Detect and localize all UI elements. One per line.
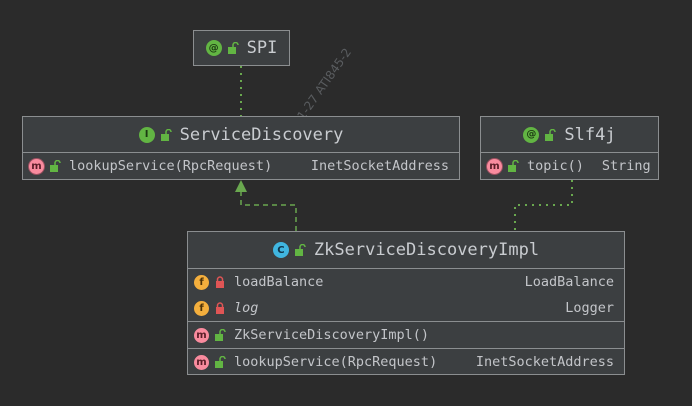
annotation-icon: @ <box>523 126 540 143</box>
method-name: topic() <box>527 158 584 174</box>
class-name: SPI <box>246 38 278 58</box>
method-name: lookupService(RpcRequest) <box>69 158 273 174</box>
class-icon: C <box>272 242 289 258</box>
method-icon: m <box>194 354 209 370</box>
class-box-spi[interactable]: @ SPI <box>193 30 290 66</box>
interface-icon: I <box>138 126 155 143</box>
class-header-service-discovery: I ServiceDiscovery <box>23 117 459 152</box>
class-box-zk-service-discovery-impl[interactable]: C ZkServiceDiscoveryImpl f loadBalance L… <box>187 231 625 375</box>
abstract-method-icon: m <box>487 158 502 174</box>
private-lock-icon <box>216 302 224 314</box>
private-lock-icon <box>216 276 224 288</box>
method-return-type: InetSocketAddress <box>475 354 614 370</box>
field-name: loadBalance <box>234 274 324 290</box>
method-icon: m <box>194 327 209 343</box>
methods-section: m lookupService(RpcRequest) InetSocketAd… <box>23 152 459 179</box>
annotation-icon: @ <box>205 40 222 56</box>
class-header-slf4j: @ Slf4j <box>481 117 658 152</box>
public-unlocked-icon <box>215 329 226 341</box>
slf4j-annotation-link <box>514 180 573 231</box>
fields-section: f loadBalance LoadBalance f log Logger <box>188 268 624 321</box>
constructor-row[interactable]: m ZkServiceDiscoveryImpl() <box>188 322 624 348</box>
public-unlocked-icon <box>227 42 239 54</box>
field-name: log <box>234 300 259 316</box>
method-return-type: String <box>601 158 651 174</box>
public-unlocked-icon <box>294 244 306 256</box>
field-icon: f <box>194 274 209 290</box>
method-return-type: InetSocketAddress <box>310 158 449 174</box>
methods-section: m lookupService(RpcRequest) InetSocketAd… <box>188 348 624 375</box>
implements-link <box>240 190 297 231</box>
class-header-spi: @ SPI <box>194 31 289 65</box>
class-name: Slf4j <box>564 124 616 145</box>
abstract-method-icon: m <box>29 158 44 174</box>
field-row[interactable]: f log Logger <box>188 295 624 321</box>
field-type: LoadBalance <box>524 274 614 290</box>
class-name: ZkServiceDiscoveryImpl <box>313 240 540 260</box>
method-name: lookupService(RpcRequest) <box>234 354 438 370</box>
method-row[interactable]: m topic() String <box>481 153 658 179</box>
class-name: ServiceDiscovery <box>179 124 344 145</box>
public-unlocked-icon <box>50 160 61 172</box>
method-row[interactable]: m lookupService(RpcRequest) InetSocketAd… <box>23 153 459 179</box>
constructors-section: m ZkServiceDiscoveryImpl() <box>188 321 624 348</box>
constructor-name: ZkServiceDiscoveryImpl() <box>234 327 430 343</box>
methods-section: m topic() String <box>481 152 658 179</box>
field-row[interactable]: f loadBalance LoadBalance <box>188 269 624 295</box>
public-unlocked-icon <box>160 128 172 141</box>
class-box-slf4j[interactable]: @ Slf4j m topic() String <box>480 116 659 180</box>
method-row[interactable]: m lookupService(RpcRequest) InetSocketAd… <box>188 349 624 375</box>
public-unlocked-icon <box>508 160 519 172</box>
class-header-zk-service-discovery-impl: C ZkServiceDiscoveryImpl <box>188 232 624 268</box>
implements-arrowhead <box>235 180 247 192</box>
field-icon: f <box>194 300 209 316</box>
public-unlocked-icon <box>215 356 226 368</box>
public-unlocked-icon <box>545 128 557 141</box>
class-box-service-discovery[interactable]: I ServiceDiscovery m lookupService(RpcRe… <box>22 116 460 180</box>
field-type: Logger <box>565 300 614 316</box>
